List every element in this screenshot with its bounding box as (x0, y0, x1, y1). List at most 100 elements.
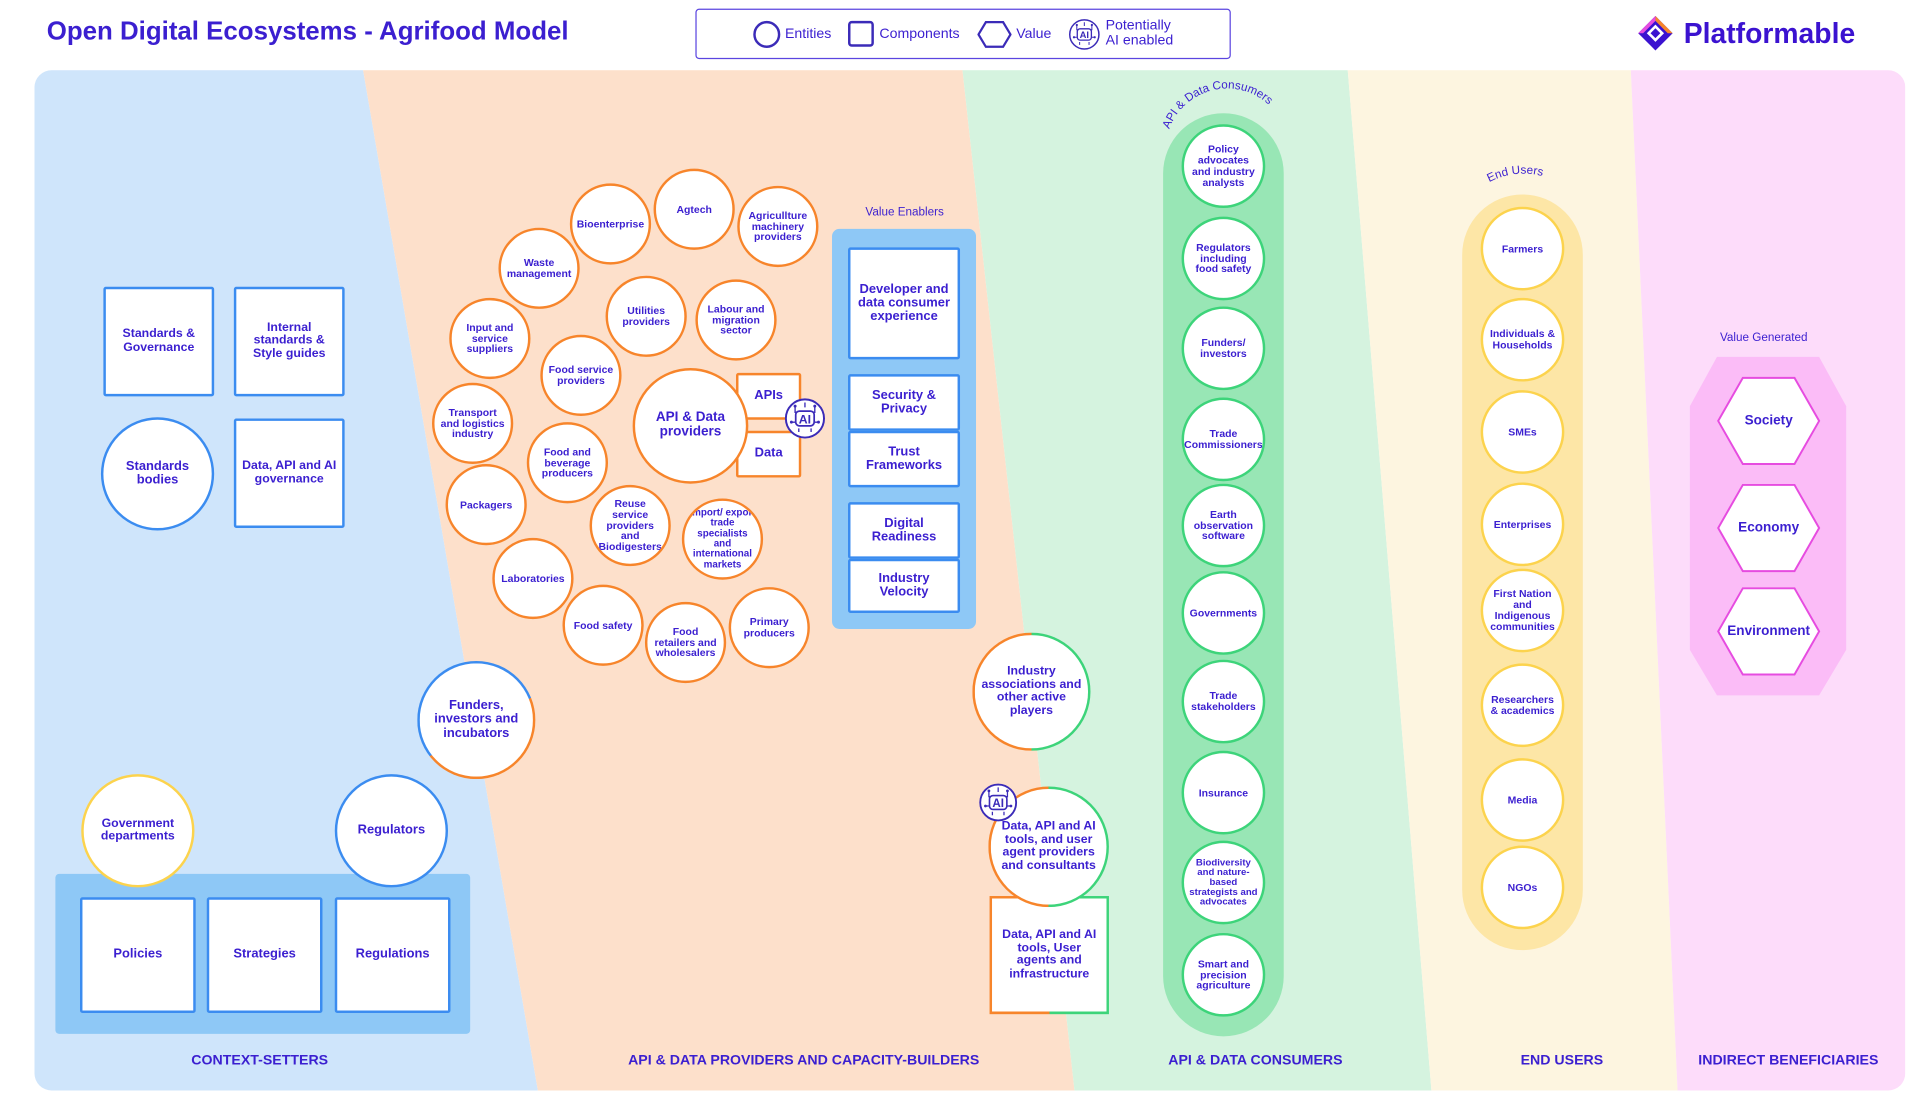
component-data-api-and-ai-tools-user-agents-and-infrastructure[interactable]: Data, API and AI tools, User agents and … (990, 896, 1109, 1014)
entity-packagers[interactable]: Packagers (445, 464, 527, 546)
legend-ai-line1: Potentially (1105, 18, 1171, 34)
entity-label: Import/ export trade specialists and int… (689, 506, 756, 570)
entity-trade-commissioners[interactable]: Trade Commissioners (1181, 397, 1266, 482)
entity-label: Funders/ investors (1200, 336, 1247, 360)
entity-ngos[interactable]: NGOs (1480, 845, 1565, 930)
component-digital-readiness[interactable]: Digital Readiness (848, 502, 961, 559)
legend-value: Value (976, 19, 1052, 49)
value-environment[interactable]: Environment (1716, 586, 1822, 677)
entity-food-safety[interactable]: Food safety (562, 584, 644, 666)
entity-agtech[interactable]: Agtech (653, 168, 735, 250)
entity-label: Government departments (100, 816, 175, 844)
entity-food-service-providers[interactable]: Food service providers (540, 334, 622, 417)
entity-label: Food safety (573, 618, 633, 631)
ai-enabled-icon: AI (978, 783, 1018, 829)
legend-value-label: Value (1016, 26, 1052, 42)
entity-labour-and-migration-sector[interactable]: Labour and migration sector (695, 279, 777, 361)
entity-primary-producers[interactable]: Primary producers (728, 587, 810, 669)
entity-government-departments[interactable]: Government departments (81, 774, 195, 888)
component-data-api-and-ai-governance[interactable]: Data, API and AI governance (233, 418, 345, 529)
svg-text:AI: AI (992, 798, 1004, 810)
component-policies[interactable]: Policies (80, 897, 196, 1013)
entity-agricullture-machinery-providers[interactable]: Agricullture machinery providers (737, 185, 819, 268)
entity-label: Insurance (1198, 785, 1249, 799)
entity-label: Funders, investors and incubators (434, 698, 519, 741)
value-label: Society (1744, 413, 1793, 429)
hexagon-shape (1717, 587, 1821, 676)
component-apis[interactable]: APIs (736, 372, 802, 420)
entity-label: Laboratories (501, 571, 565, 585)
entity-smes[interactable]: SMEs (1480, 390, 1565, 474)
svg-text:AI: AI (1080, 29, 1089, 40)
entity-label: Food service providers (548, 363, 614, 387)
hexagon-icon (976, 20, 1012, 48)
entity-label: Food and beverage producers (541, 445, 593, 480)
entity-input-and-service-suppliers[interactable]: Input and service suppliers (449, 297, 531, 380)
entity-farmers[interactable]: Farmers (1480, 206, 1565, 291)
component-label: Data, API and AI tools, User agents and … (1002, 928, 1097, 981)
entity-smart-and-precision-agriculture[interactable]: Smart and precision agriculture (1181, 932, 1266, 1017)
value-economy[interactable]: Economy (1716, 482, 1822, 573)
entity-food-and-beverage-producers[interactable]: Food and beverage producers (526, 422, 609, 504)
entity-governments[interactable]: Governments (1181, 571, 1266, 655)
entity-bioenterprise[interactable]: Bioenterprise (569, 183, 652, 265)
component-standards-governance[interactable]: Standards & Governance (103, 286, 215, 397)
component-developer-and-data-consumer-experience[interactable]: Developer and data consumer experience (848, 247, 961, 360)
platformable-diamond-icon (1638, 16, 1673, 51)
section-context-setters: CONTEXT-SETTERS (191, 1053, 329, 1069)
entity-label: Trade Commissioners (1184, 427, 1263, 451)
legend-components: Components (848, 20, 960, 47)
component-regulations[interactable]: Regulations (334, 897, 451, 1013)
component-internal-standards-style-guides[interactable]: Internal standards & Style guides (233, 286, 345, 397)
entity-policy-advocates-and-industry-analysts[interactable]: Policy advocates and industry analysts (1181, 124, 1266, 209)
entity-utilities-providers[interactable]: Utilities providers (605, 275, 687, 357)
entity-standards-bodies[interactable]: Standards bodies (100, 417, 215, 531)
entity-biodiversity-and-nature-based-strategists-and-advocates[interactable]: Biodiversity and nature-based strategist… (1181, 840, 1266, 925)
entity-industry-associations-and-other-active-players[interactable]: Industry associations and other active p… (972, 633, 1090, 751)
section-consumers: API & DATA CONSUMERS (1168, 1053, 1343, 1069)
entity-transport-and-logistics-industry[interactable]: Transport and logistics industry (432, 382, 514, 465)
component-trust-frameworks[interactable]: Trust Frameworks (848, 430, 961, 488)
component-security-privacy[interactable]: Security & Privacy (848, 374, 961, 431)
entity-label: Agricullture machinery providers (748, 208, 808, 244)
component-label: APIs (754, 388, 784, 404)
hexagon-shape (1717, 376, 1821, 465)
entity-label: Waste management (506, 256, 572, 280)
component-label: Digital Readiness (871, 515, 937, 545)
component-strategies[interactable]: Strategies (206, 897, 323, 1013)
legend-entities: Entities (752, 20, 831, 48)
entity-label: Earth observation software (1193, 507, 1254, 543)
entity-food-retailers-and-wholesalers[interactable]: Food retailers and wholesalers (644, 601, 727, 684)
entity-api-data-providers[interactable]: API & Data providers (632, 368, 749, 484)
entity-regulators-including-food-safety[interactable]: Regulators including food safety (1181, 216, 1266, 301)
entity-researchers-academics[interactable]: Researchers & academics (1480, 663, 1565, 748)
entity-trade-stakeholders[interactable]: Trade stakeholders (1181, 659, 1266, 744)
entity-waste-management[interactable]: Waste management (498, 227, 580, 309)
square-icon (848, 20, 875, 47)
component-label: Standards & Governance (122, 327, 196, 354)
entity-enterprises[interactable]: Enterprises (1480, 482, 1565, 567)
entity-regulators[interactable]: Regulators (334, 774, 449, 888)
entity-label: Standards bodies (125, 459, 190, 488)
entity-earth-observation-software[interactable]: Earth observation software (1181, 483, 1266, 568)
component-label: Policies (113, 947, 163, 962)
entity-funders-investors[interactable]: Funders/ investors (1181, 306, 1266, 391)
component-label: Security & Privacy (872, 387, 936, 417)
value-enablers-label: Value Enablers (865, 205, 944, 220)
entity-first-nation-and-indigenous-communities[interactable]: First Nation and Indigenous communities (1480, 568, 1565, 653)
entity-laboratories[interactable]: Laboratories (492, 537, 574, 620)
entity-import-export-trade-specialists-and-international-markets[interactable]: Import/ export trade specialists and int… (681, 498, 764, 580)
entity-label: First Nation and Indigenous communities (1490, 587, 1555, 633)
value-society[interactable]: Society (1716, 375, 1822, 466)
ai-icon: AI (1069, 18, 1101, 50)
entity-insurance[interactable]: Insurance (1181, 750, 1266, 835)
component-industry-velocity[interactable]: Industry Velocity (848, 558, 961, 613)
entity-individuals-households[interactable]: Individuals & Households (1480, 297, 1565, 382)
circle-icon (752, 20, 781, 48)
entity-media[interactable]: Media (1480, 758, 1565, 842)
value-label: Environment (1727, 624, 1811, 639)
entity-reuse-service-providers-and-biodigesters[interactable]: Reuse service providers and Biodigesters (589, 484, 671, 567)
entity-label: Data, API and AI tools, and user agent p… (1001, 819, 1096, 873)
entity-funders-investors-and-incubators[interactable]: Funders, investors and incubators (417, 661, 535, 779)
